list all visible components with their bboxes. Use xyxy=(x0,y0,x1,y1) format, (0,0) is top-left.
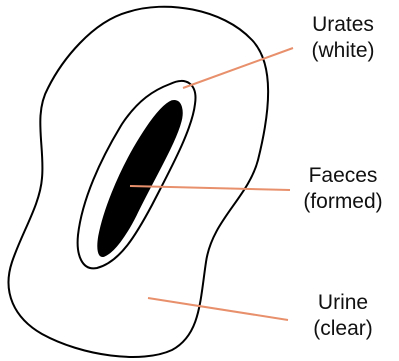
urates-label-note: (white) xyxy=(278,38,399,64)
urine-label: Urine (clear) xyxy=(278,290,399,342)
faeces-label: Faeces (formed) xyxy=(278,163,399,215)
urates-label-name: Urates xyxy=(278,12,399,38)
urine-label-name: Urine xyxy=(278,290,399,316)
faeces-label-note: (formed) xyxy=(278,189,399,215)
faeces-label-name: Faeces xyxy=(278,163,399,189)
urine-label-note: (clear) xyxy=(278,316,399,342)
urates-label: Urates (white) xyxy=(278,12,399,64)
